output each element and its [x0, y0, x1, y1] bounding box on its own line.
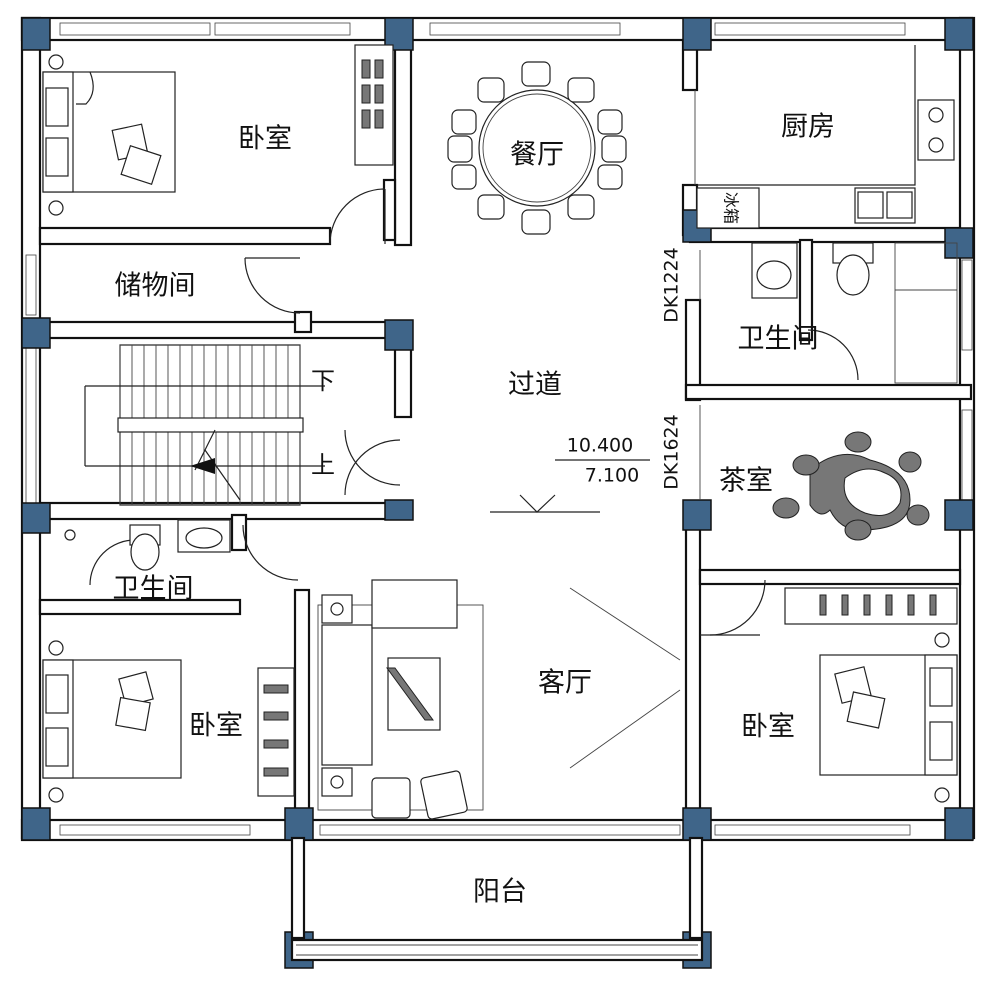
room-label-bedroom-sw: 卧室: [189, 711, 243, 742]
opening-label-dk1224: DK1224: [661, 247, 683, 322]
living-sofa-set: [317, 579, 484, 820]
tea-table-set: [772, 431, 930, 541]
bed-se: [819, 632, 958, 803]
fridge-label: 冰箱: [722, 192, 741, 224]
bath-east-fixtures: [751, 242, 958, 384]
level-marker: [490, 459, 650, 513]
walls: [20, 16, 976, 842]
room-label-balcony: 阳台: [473, 877, 527, 908]
room-label-kitchen: 厨房: [781, 112, 835, 143]
structural-columns: [21, 17, 974, 969]
room-label-storage: 储物间: [115, 271, 196, 302]
room-label-tea-room: 茶室: [719, 466, 773, 497]
room-label-living: 客厅: [538, 668, 592, 699]
bed-nw: [42, 54, 176, 216]
stair-up-label: 上: [311, 451, 335, 479]
bath-west-fixtures: [64, 519, 231, 571]
balcony-railing: [290, 836, 704, 962]
wardrobe-sw: [257, 667, 295, 797]
doors: [89, 90, 859, 769]
stair-down-label: 下: [311, 367, 335, 395]
room-label-corridor: 过道: [508, 370, 562, 401]
room-label-dining: 餐厅: [510, 140, 564, 171]
level-value-top: 10.400: [567, 435, 633, 457]
kitchen-counter: [696, 45, 955, 229]
wardrobe-se: [784, 587, 958, 625]
level-value-bottom: 7.100: [585, 465, 639, 487]
staircase: [84, 344, 325, 506]
opening-label-dk1624: DK1624: [661, 414, 683, 489]
room-label-bedroom-nw: 卧室: [238, 124, 292, 155]
room-label-bath-east: 卫生间: [738, 324, 819, 355]
room-label-bedroom-se: 卧室: [741, 712, 795, 743]
bed-sw: [42, 640, 182, 803]
dining-table: [447, 61, 627, 235]
room-label-bath-west: 卫生间: [113, 574, 194, 605]
wardrobe-nw: [354, 44, 394, 166]
